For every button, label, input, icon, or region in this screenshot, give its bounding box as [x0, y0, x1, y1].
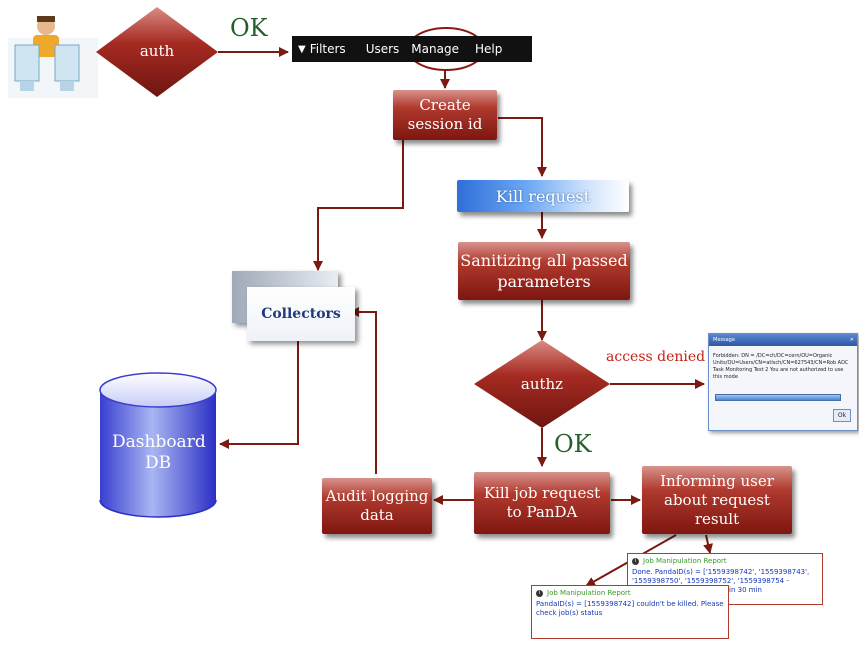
dialog-ok-button[interactable]: Ok: [833, 409, 851, 422]
report-success-title-row: i Job Manipulation Report: [628, 554, 822, 568]
dashboard-db-label: Dashboard DB: [112, 432, 206, 473]
menu-bar: ▼ Filters Users Manage Help: [292, 36, 532, 62]
info-icon: i: [536, 589, 543, 597]
menu-item-help[interactable]: Help: [474, 42, 503, 56]
user-computer-icon: [8, 16, 98, 98]
ok-label-bottom: OK: [554, 430, 592, 458]
sanitizing-box: Sanitizing all passed parameters: [458, 242, 630, 300]
dialog-title: Message: [713, 337, 735, 343]
report-failure-title: Job Manipulation Report: [547, 589, 631, 597]
auth-label: auth: [139, 42, 175, 60]
info-icon: i: [632, 557, 639, 565]
menu-item-users[interactable]: Users: [365, 42, 400, 56]
collectors-box: Collectors: [247, 287, 355, 341]
access-denied-dialog: Message ✕ Forbidden: DN = /DC=ch/DC=cern…: [708, 333, 858, 431]
ok-label-top: OK: [230, 14, 268, 42]
dialog-message: Forbidden: DN = /DC=ch/DC=cern/OU=Organi…: [713, 353, 849, 380]
kill-request-label: Kill request: [495, 186, 591, 206]
filter-icon: ▼: [298, 43, 306, 55]
kill-request-box: Kill request: [457, 180, 629, 212]
collectors-label: Collectors: [261, 306, 341, 322]
menu-item-manage[interactable]: Manage: [411, 42, 459, 56]
report-failure-body: PandaID(s) = [1559398742] couldn't be ki…: [536, 600, 724, 617]
auth-diamond: [96, 7, 218, 97]
kill-job-label: Kill job request to PanDA: [483, 484, 601, 521]
report-success-title: Job Manipulation Report: [643, 557, 727, 565]
audit-label: Audit logging data: [325, 487, 429, 524]
authz-diamond: [474, 340, 610, 428]
report-failure: i Job Manipulation Report PandaID(s) = [1…: [531, 585, 729, 639]
dashboard-db-cylinder: [99, 372, 217, 518]
inform-user-box: Informing user about request result: [642, 466, 792, 534]
dialog-close-icon[interactable]: ✕: [849, 337, 854, 343]
authz-label: authz: [520, 375, 564, 393]
report-failure-title-row: i Job Manipulation Report: [532, 586, 728, 600]
dialog-titlebar: Message ✕: [709, 334, 857, 346]
audit-box: Audit logging data: [322, 478, 432, 534]
menu-item-filters[interactable]: Filters: [309, 42, 346, 56]
kill-job-box: Kill job request to PanDA: [474, 472, 610, 534]
dialog-progress-bar: [715, 394, 841, 401]
create-session-label: Create session id: [407, 96, 483, 133]
create-session-box: Create session id: [393, 90, 497, 140]
access-denied-label: access denied: [606, 349, 706, 365]
inform-user-label: Informing user about request result: [660, 471, 774, 528]
sanitizing-label: Sanitizing all passed parameters: [460, 251, 628, 291]
